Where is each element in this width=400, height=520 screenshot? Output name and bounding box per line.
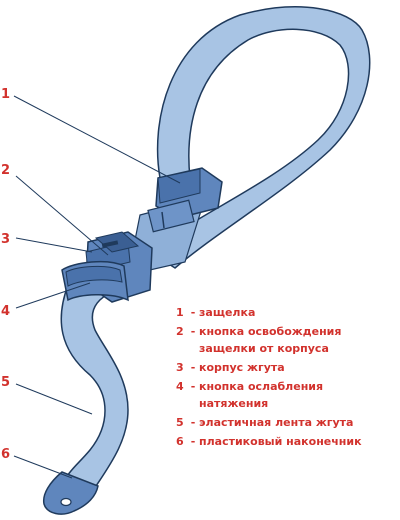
callout-6: 6	[1, 447, 10, 462]
leader-line-5	[15, 383, 93, 415]
legend-dash: -	[190, 435, 196, 448]
legend-text: кнопка освобождения защелки от корпуса	[199, 325, 342, 355]
legend-item: 3 - корпус жгута	[176, 359, 398, 376]
callout-3: 3	[1, 232, 10, 247]
legend-text: эластичная лента жгута	[199, 416, 354, 429]
legend-dash: -	[190, 361, 196, 374]
legend-number: 4	[176, 380, 184, 393]
legend-dash: -	[190, 306, 196, 319]
legend-number: 5	[176, 416, 184, 429]
legend-number: 1	[176, 306, 184, 319]
legend-dash: -	[190, 416, 196, 429]
leader-line-2	[15, 175, 109, 256]
legend-item: 6 - пластиковый наконечник	[176, 433, 398, 450]
leader-line-1	[13, 95, 181, 184]
legend-text: пластиковый наконечник	[199, 435, 362, 448]
leader-line-6	[13, 455, 73, 479]
tension-button-face	[65, 265, 123, 287]
legend-number: 6	[176, 435, 184, 448]
callout-5: 5	[1, 375, 10, 390]
elastic-band-loop	[148, 6, 371, 269]
legend-text: кнопка ослабления натяжения	[199, 380, 324, 410]
legend-number: 3	[176, 361, 184, 374]
callout-1: 1	[1, 87, 10, 102]
legend-text: корпус жгута	[199, 361, 285, 374]
leader-line-3	[15, 237, 93, 253]
legend-text: защелка	[199, 306, 256, 319]
latch-tongue	[147, 199, 195, 233]
release-button-detail	[101, 240, 119, 248]
plastic-tip	[42, 471, 99, 515]
legend-item: 5 - эластичная лента жгута	[176, 414, 398, 431]
leader-line-4	[15, 282, 91, 309]
elastic-band-lower	[60, 284, 129, 487]
legend: 1 - защелка 2 - кнопка освобождения заще…	[176, 304, 398, 452]
callout-4: 4	[1, 304, 10, 319]
legend-item: 4 - кнопка ослабления натяжения	[176, 378, 398, 412]
legend-dash: -	[190, 325, 196, 338]
legend-number: 2	[176, 325, 184, 338]
legend-item: 1 - защелка	[176, 304, 398, 321]
legend-dash: -	[190, 380, 196, 393]
legend-item: 2 - кнопка освобождения защелки от корпу…	[176, 323, 398, 357]
callout-2: 2	[1, 163, 10, 178]
tip-hole	[60, 497, 72, 507]
latch-slot	[161, 211, 165, 229]
